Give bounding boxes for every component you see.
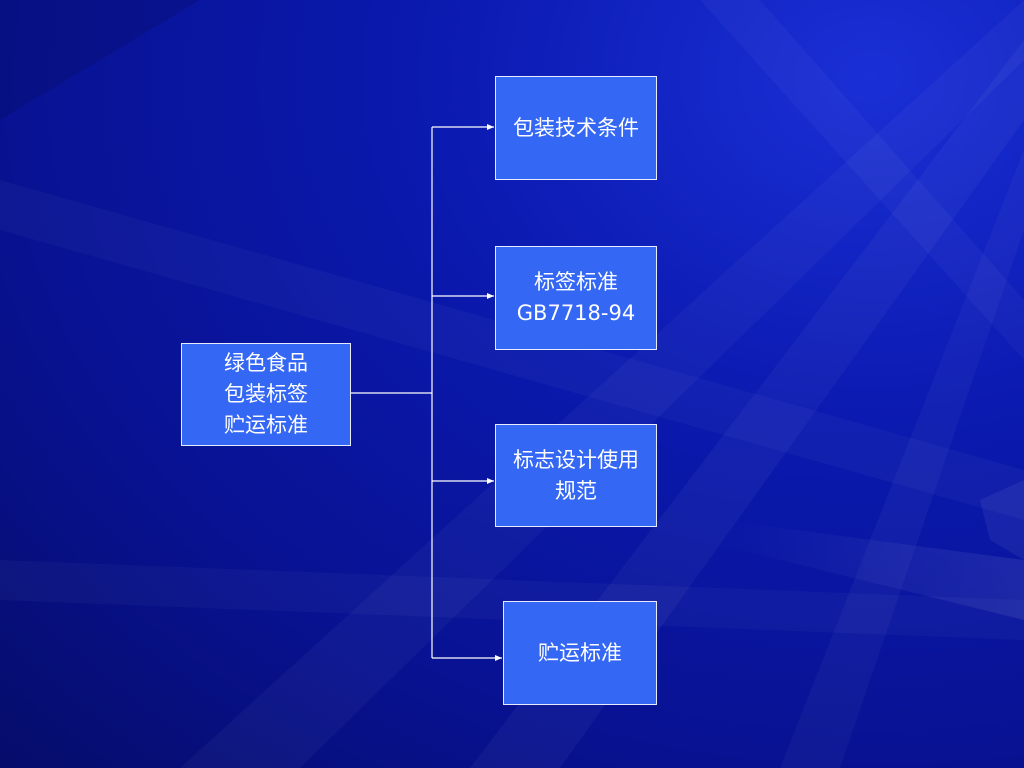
child-node-1-line-1: 包装技术条件 — [513, 115, 639, 140]
child-node-packaging-conditions: 包装技术条件 — [495, 76, 657, 180]
child-node-3-line-1: 标志设计使用 — [513, 447, 639, 472]
child-node-2-line-1: 标签标准 — [534, 270, 618, 294]
root-node-line-1: 绿色食品 — [224, 351, 308, 375]
child-node-4-line-1: 贮运标准 — [538, 640, 622, 665]
child-node-2-line-2: GB7718-94 — [516, 301, 636, 325]
child-node-3-line-2: 规范 — [555, 478, 597, 503]
root-node-line-2: 包装标签 — [224, 382, 308, 406]
root-node-line-3: 贮运标准 — [224, 413, 308, 437]
child-node-storage-transport-standard: 贮运标准 — [503, 601, 657, 705]
child-node-label-standard: 标签标准 GB7718-94 — [495, 246, 657, 350]
root-node: 绿色食品 包装标签 贮运标准 — [181, 343, 351, 446]
child-node-logo-design-spec: 标志设计使用 规范 — [495, 424, 657, 527]
